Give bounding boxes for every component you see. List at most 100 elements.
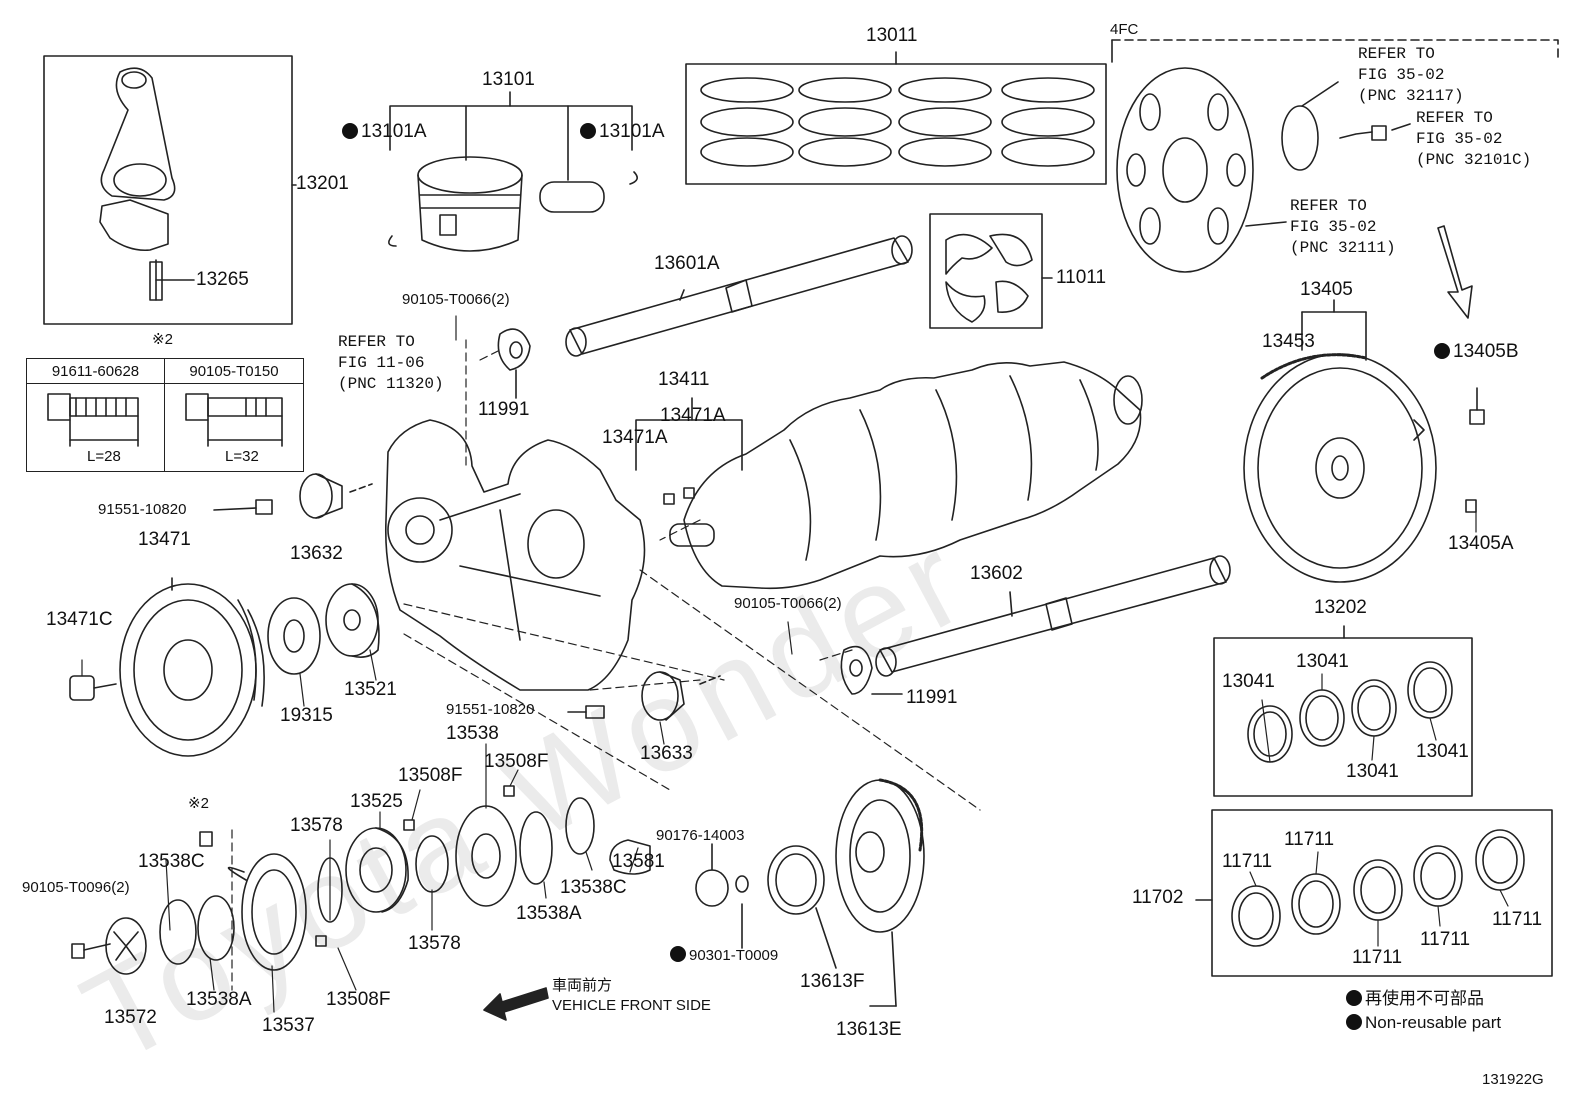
label-gear-13632[interactable]: 13632	[290, 543, 343, 564]
label-gear-13521[interactable]: 13521	[344, 679, 397, 700]
label-flywheel-assembly[interactable]: 13405	[1300, 279, 1353, 300]
note-4fc: 4FC	[1110, 21, 1139, 38]
label-bolt-bottom-a[interactable]: 90105-T0066(2)	[734, 595, 842, 612]
label-main-bearing-3[interactable]: 11711	[1352, 947, 1403, 968]
projection-lines	[231, 339, 981, 991]
gear-13521-drawing	[325, 583, 380, 658]
label-rod-bearing-set[interactable]: 13202	[1314, 597, 1367, 618]
label-piston-rings[interactable]: 13011	[866, 25, 918, 46]
key-group-bracket	[635, 419, 743, 471]
bolt-table-col2-part[interactable]: 90105-T0150	[165, 359, 303, 384]
label-13508f-a[interactable]: 13508F	[398, 765, 463, 786]
bolt-table-note: ※2	[152, 331, 173, 348]
label-crankshaft-key-a[interactable]: 13471A	[660, 405, 726, 426]
label-13581[interactable]: 13581	[612, 851, 665, 872]
label-13525[interactable]: 13525	[350, 791, 403, 812]
label-connecting-rod[interactable]: 13201	[296, 173, 349, 194]
label-gear-13613e[interactable]: 13613E	[836, 1019, 902, 1040]
label-plate-19315[interactable]: 19315	[280, 705, 333, 726]
label-oil-seal-bottom[interactable]: 11991	[906, 687, 958, 708]
label-pulley[interactable]: 13471	[138, 529, 191, 550]
label-bolt-91551-bottom[interactable]: 91551-10820	[446, 701, 535, 718]
legend-dot-icon	[1346, 990, 1362, 1006]
label-washer-90176[interactable]: 90176-14003	[656, 827, 745, 844]
crankshaft-drawing	[663, 361, 1143, 590]
label-13538[interactable]: 13538	[446, 723, 499, 744]
label-main-bearing-5[interactable]: 11711	[1492, 909, 1543, 930]
label-main-bearing-2[interactable]: 11711	[1284, 829, 1335, 850]
timing-case-drawing	[384, 419, 646, 691]
piston-bracket	[389, 105, 633, 151]
label-main-bearing-1[interactable]: 11711	[1222, 851, 1273, 872]
label-piston-set[interactable]: 13101	[482, 69, 535, 90]
label-13578-a[interactable]: 13578	[290, 815, 343, 836]
plate-13572-drawing	[71, 831, 235, 975]
bolt-table: 91611-60628 90105-T0150 L=28 L=32	[26, 358, 304, 472]
label-13572[interactable]: 13572	[104, 1007, 157, 1028]
non-reusable-dot-icon	[670, 946, 686, 962]
thrust-washer-box	[929, 213, 1043, 329]
label-main-bearing-set[interactable]: 11702	[1132, 887, 1184, 908]
label-13537[interactable]: 13537	[262, 1015, 315, 1036]
label-13578-b[interactable]: 13578	[408, 933, 461, 954]
label-seal-13613f[interactable]: 13613F	[800, 971, 865, 992]
non-reusable-dot-icon	[1434, 343, 1450, 359]
label-flywheel-pin[interactable]: 13405A	[1448, 533, 1514, 554]
label-13538c-b[interactable]: 13538C	[560, 877, 627, 898]
label-rod-bolt[interactable]: 13265	[196, 269, 249, 290]
front-arrow-shape	[483, 987, 549, 1021]
bolt-table-col1-part[interactable]: 91611-60628	[27, 359, 165, 384]
label-thrust-washers[interactable]: 11011	[1056, 267, 1107, 288]
note-x2-lower: ※2	[188, 795, 209, 812]
oil-seal-top-drawing	[497, 328, 531, 399]
label-crankshaft-key-group[interactable]: 13411	[658, 369, 710, 390]
label-rod-bearing-1[interactable]: 13041	[1222, 671, 1275, 692]
label-13538a-b[interactable]: 13538A	[516, 903, 582, 924]
bolt-table-col1-length: L=28	[87, 448, 121, 465]
connecting-rod-drawing	[99, 67, 195, 301]
label-13508f-c[interactable]: 13508F	[326, 989, 391, 1010]
plate-19315-drawing	[267, 597, 321, 675]
label-crankshaft-key-b[interactable]: 13471A	[602, 427, 668, 448]
label-gear-13633[interactable]: 13633	[640, 743, 693, 764]
flex-plate-drawing	[1116, 67, 1387, 273]
bolt-table-drawings	[47, 393, 283, 447]
label-ring-gear[interactable]: 13453	[1262, 331, 1315, 352]
label-snap-ring-left[interactable]: 13101A	[342, 122, 427, 141]
rod-bearing-box	[1213, 637, 1473, 797]
lower-right-seals-drawing	[695, 778, 925, 933]
crank-pulley-drawing	[69, 583, 265, 757]
label-bolt-91551-top[interactable]: 91551-10820	[98, 501, 187, 518]
bolt-table-col2-length: L=32	[225, 448, 259, 465]
balance-shaft-bottom-drawing	[875, 555, 1231, 677]
leader-lines	[81, 315, 1509, 1013]
label-main-bearing-4[interactable]: 11711	[1420, 929, 1471, 950]
legend-en: Non-reusable part	[1346, 1014, 1501, 1031]
label-rod-bearing-3[interactable]: 13041	[1346, 761, 1399, 782]
thrust-washer-drawing	[945, 233, 1033, 323]
label-oil-seal-top[interactable]: 11991	[478, 399, 530, 420]
label-snap-ring-right[interactable]: 13101A	[580, 122, 665, 141]
label-balance-shaft-top[interactable]: 13601A	[654, 253, 720, 274]
label-13538c-a[interactable]: 13538C	[138, 851, 205, 872]
label-flywheel-bolt[interactable]: 13405B	[1434, 342, 1519, 361]
label-13538a-a[interactable]: 13538A	[186, 989, 252, 1010]
label-rod-bearing-4[interactable]: 13041	[1416, 741, 1469, 762]
figure-id: 131922G	[1482, 1071, 1544, 1088]
4fc-bracket	[1111, 39, 1559, 63]
label-13508f-b[interactable]: 13508F	[484, 751, 549, 772]
label-gasket-90301[interactable]: 90301-T0009	[670, 946, 778, 963]
label-bolt-90105-t0096[interactable]: 90105-T0096(2)	[22, 879, 130, 896]
label-bolt-top-a[interactable]: 90105-T0066(2)	[402, 291, 510, 308]
piston-drawing	[388, 156, 638, 252]
label-balance-shaft-bottom[interactable]: 13602	[970, 563, 1023, 584]
label-pulley-bolt[interactable]: 13471C	[46, 609, 113, 630]
label-rod-bearing-2[interactable]: 13041	[1296, 651, 1349, 672]
piston-rings-drawing	[700, 77, 1095, 167]
flywheel-drawing	[1243, 353, 1485, 583]
